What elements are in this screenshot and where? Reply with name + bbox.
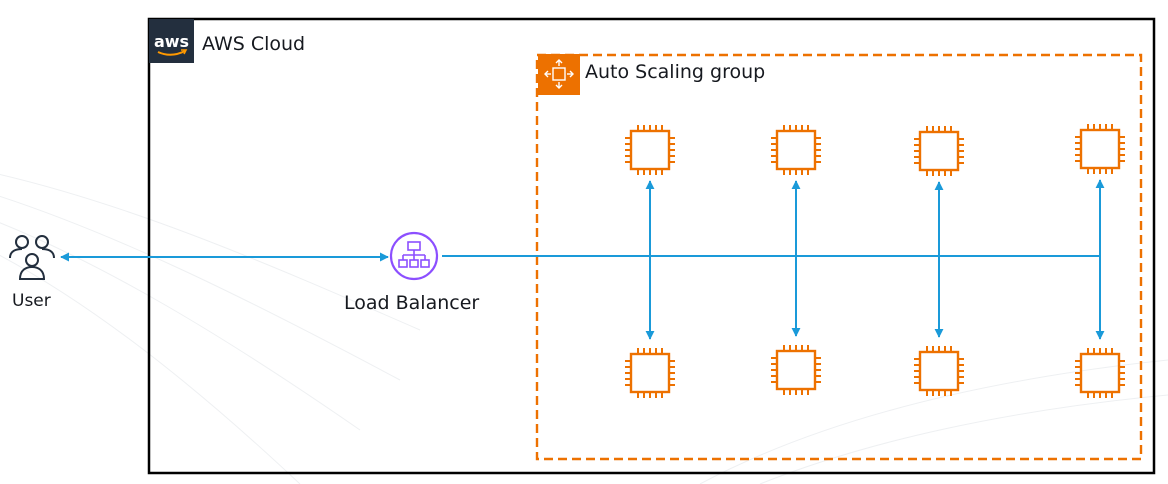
users-icon [9,235,55,280]
ec2-instance-chip-icon [623,346,677,400]
aws-cloud-boundary [147,17,1156,475]
background-swoosh [0,173,1168,484]
aws-logo: aws [149,19,194,63]
ec2-instance-chip-icon [1073,346,1127,400]
ec2-instance-chip-icon [1073,122,1127,176]
aws-cloud-title: AWS Cloud [202,33,306,55]
ec2-instances [623,122,1127,400]
ec2-instance-chip-icon [623,123,677,177]
ec2-instance-chip-icon [769,123,823,177]
auto-scaling-icon [538,54,580,95]
auto-scaling-group-title: Auto Scaling group [585,61,766,83]
load-balancer-icon [389,231,439,281]
user-label: User [12,291,51,311]
ec2-instance-chip-icon [912,124,966,178]
ec2-instance-chip-icon [769,343,823,397]
ec2-instance-chip-icon [912,344,966,398]
connectors [60,179,1105,340]
load-balancer-label: Load Balancer [344,292,480,314]
aws-logo-text: aws [154,32,189,51]
